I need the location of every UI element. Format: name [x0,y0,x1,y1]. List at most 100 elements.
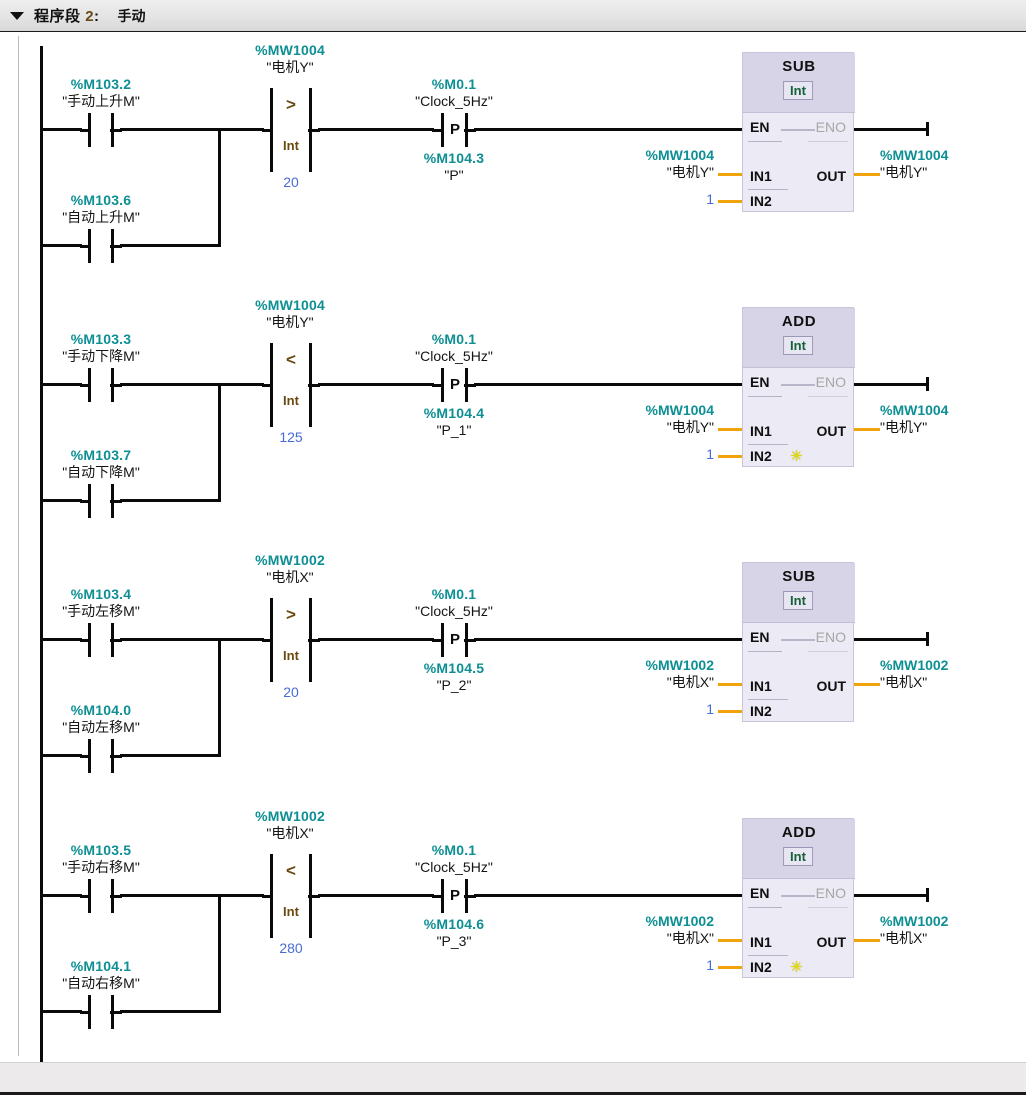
rung-3-edge-clock-label: %M0.1"Clock_5Hz" [364,586,544,620]
rung-1-branch-vertical [218,128,221,247]
rung-2-in1-param[interactable]: %MW1004"电机Y" [532,402,714,436]
rung-4-in1-param[interactable]: %MW1002"电机X" [532,913,714,947]
rung-1-block-in2[interactable]: IN2 [750,193,772,209]
rung-3-contact-bottom[interactable] [80,739,122,773]
rung-1-out-address: %MW1004 [880,147,949,163]
rung-2-wire-edge-to-block [474,383,744,386]
rung-3-compare-label-address: %MW1002 [255,552,325,568]
rung-2-block-in1[interactable]: IN1 [750,423,772,439]
rung-4-compare-constant[interactable]: 280 [279,940,303,956]
rung-3-block-type[interactable]: Int [783,591,813,610]
rung-2-contact-bottom[interactable] [80,484,122,518]
rung-4-wire-rail-to-contact-bottom [40,1010,82,1013]
network-label: 程序段 [34,8,81,25]
rung-2-contact-bottom-label-symbol: "自动下降M" [62,464,140,480]
rung-2-block-name: ADD [781,313,817,330]
rung-2-out-param[interactable]: %MW1004"电机Y" [880,402,1026,436]
rung-3-in2-param[interactable]: 1 [532,701,714,718]
rung-1-wire-edge-to-block [474,128,744,131]
rung-1-contact-top[interactable] [80,113,122,147]
rung-4-add-parameter-icon[interactable]: ✳ [790,959,803,976]
rung-2-contact-bottom-label: %M103.7"自动下降M" [11,447,191,481]
rung-4-block-en: EN [750,885,770,901]
rung-1-out-param[interactable]: %MW1004"电机Y" [880,147,1026,181]
rung-3-contact-top-label-symbol: "手动左移M" [62,603,140,619]
rung-1-edge-clock-label-address: %M0.1 [431,76,477,92]
rung-2-compare-label-symbol: "电机Y" [266,314,314,330]
rung-1-in1-param[interactable]: %MW1004"电机Y" [532,147,714,181]
rung-4-in2-param[interactable]: 1 [532,957,714,974]
rung-3-block-en: EN [750,629,770,645]
rung-1-contact-bottom-label: %M103.6"自动上升M" [11,192,191,226]
rung-3-wire-rail-to-contact [40,638,82,641]
rung-2-compare-constant[interactable]: 125 [279,429,303,445]
rung-3-eno-terminus [926,632,929,646]
rung-3-block-name: SUB [782,568,816,585]
rung-2-block-type[interactable]: Int [783,336,813,355]
rung-1-edge-memory-label-address: %M104.3 [423,150,485,166]
network-header[interactable]: 程序段 2: 手动 [0,0,1026,32]
rung-3-in1-param[interactable]: %MW1002"电机X" [532,657,714,691]
rung-1-wire-eno-out [854,128,926,131]
rung-3-edge-contact[interactable]: P [432,623,476,657]
rung-4-edge-clock-label: %M0.1"Clock_5Hz" [364,842,544,876]
rung-3-block-in2[interactable]: IN2 [750,703,772,719]
rung-2-in2-param[interactable]: 1 [532,446,714,463]
rung-4-block-in1[interactable]: IN1 [750,934,772,950]
rung-1-block-eno: ENO [815,119,846,135]
rung-4-contact-top[interactable] [80,879,122,913]
rung-1-edge-memory-label: %M104.3"P" [364,150,544,184]
rung-4-in1-address: %MW1002 [645,913,714,929]
rung-4-contact-bottom[interactable] [80,995,122,1029]
rung-1-edge-contact[interactable]: P [432,113,476,147]
rung-4-out-param[interactable]: %MW1002"电机X" [880,913,1026,947]
rung-4-edge-contact[interactable]: P [432,879,476,913]
rung-1-block-en: EN [750,119,770,135]
rung-2-block-in2[interactable]: IN2 [750,448,772,464]
rung-1-in1-symbol: "电机Y" [666,164,714,180]
rung-2-compare-label: %MW1004"电机Y" [200,297,380,331]
rung-2-wire-rail-to-contact-bottom [40,499,82,502]
rung-3-block-in1[interactable]: IN1 [750,678,772,694]
rung-1-block-out[interactable]: OUT [816,168,846,184]
rung-3-edge-clock-label-address: %M0.1 [431,586,477,602]
rung-2-add-parameter-icon[interactable]: ✳ [790,448,803,465]
rung-4-compare-label-address: %MW1002 [255,808,325,824]
rung-1-compare-constant[interactable]: 20 [283,174,299,190]
rung-3-compare-operator: > [286,605,296,624]
rung-1-contact-top-label: %M103.2"手动上升M" [11,76,191,110]
rung-1-wire-compare-to-edge [318,128,434,131]
rung-4-block-out[interactable]: OUT [816,934,846,950]
rung-3-contact-bottom-label: %M104.0"自动左移M" [11,702,191,736]
rung-3-contact-top-label-address: %M103.4 [70,586,132,602]
rung-1-block-in1[interactable]: IN1 [750,168,772,184]
rung-2-edge-contact[interactable]: P [432,368,476,402]
rung-4-block-type[interactable]: Int [783,847,813,866]
rung-4-block-in2[interactable]: IN2 [750,959,772,975]
rung-2-block-out[interactable]: OUT [816,423,846,439]
rung-3-edge-memory-label-symbol: "P_2" [436,677,472,693]
rung-1-contact-bottom[interactable] [80,229,122,263]
rung-4-in1-symbol: "电机X" [666,930,714,946]
rung-1-in2-param[interactable]: 1 [532,191,714,208]
chevron-down-icon[interactable] [0,0,34,32]
rung-2-wire-contact-to-branch [120,383,221,386]
network-number: 2 [85,8,95,25]
rung-3-in1-symbol: "电机X" [666,674,714,690]
rung-1-block-type[interactable]: Int [783,81,813,100]
rung-3-block-out[interactable]: OUT [816,678,846,694]
rung-2-contact-top[interactable] [80,368,122,402]
network-title: 程序段 2: [34,5,100,26]
rung-3-contact-top[interactable] [80,623,122,657]
rung-3-out-param[interactable]: %MW1002"电机X" [880,657,1026,691]
rung-3-compare-constant[interactable]: 20 [283,684,299,700]
